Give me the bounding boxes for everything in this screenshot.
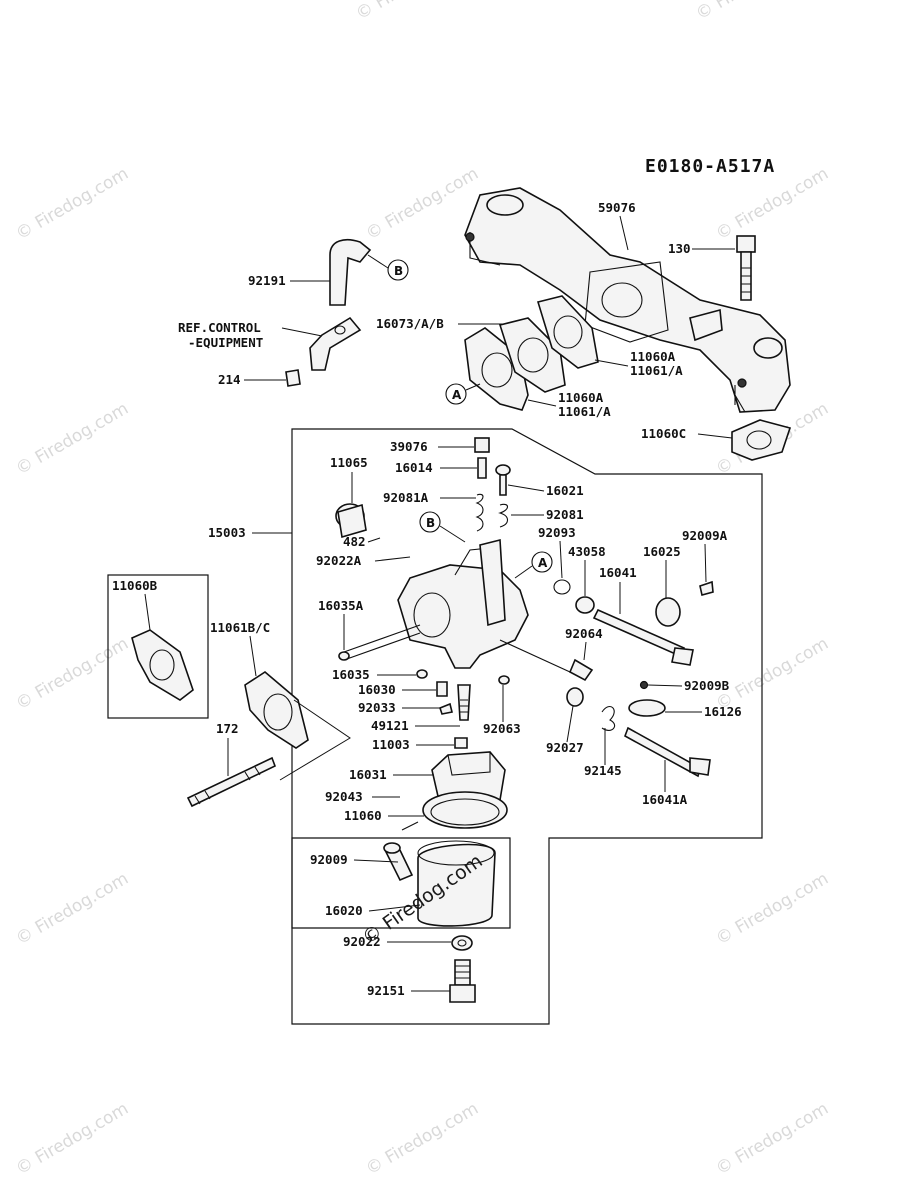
- watermark: © Firedog.com: [13, 634, 132, 715]
- float-bowl-box: [291, 837, 511, 929]
- watermark: © Firedog.com: [713, 869, 832, 950]
- part-11060b: 11060B: [112, 578, 158, 593]
- jet-parts: [335, 437, 511, 539]
- part-172: 172: [216, 721, 239, 736]
- assembly-line: [279, 699, 351, 781]
- part-16126: 16126: [704, 704, 742, 719]
- part-15003: 15003: [208, 525, 246, 540]
- circle-ref-a-left: A: [445, 383, 481, 405]
- part-92022a: 92022A: [316, 553, 362, 568]
- part-214: 214: [218, 372, 241, 387]
- part-16014: 16014: [395, 460, 433, 475]
- part-16073: 16073/A/B: [376, 316, 444, 331]
- watermark: © Firedog.com: [693, 0, 812, 24]
- part-92063: 92063: [483, 721, 521, 736]
- part-11060a-bot: 11060A: [558, 390, 604, 405]
- part-11060c: 11060C: [641, 426, 686, 441]
- circle-ref-b-carb: B: [419, 511, 466, 543]
- part-16041a: 16041A: [642, 792, 688, 807]
- part-16030: 16030: [358, 682, 396, 697]
- inset-11060b: [107, 574, 209, 719]
- part-92081a: 92081A: [383, 490, 429, 505]
- part-92009a: 92009A: [682, 528, 728, 543]
- circle-ref-label: B: [394, 264, 403, 278]
- part-92064: 92064: [565, 626, 603, 641]
- control-bracket: [285, 239, 372, 387]
- ref-note-line1: REF.CONTROL: [178, 320, 261, 335]
- watermark: © Firedog.com: [13, 164, 132, 245]
- intake-manifold: [464, 187, 791, 413]
- circle-ref-label: A: [538, 556, 548, 570]
- shaft-parts: [499, 579, 714, 778]
- part-11060: 11060: [344, 808, 382, 823]
- circle-ref-label: A: [452, 388, 462, 402]
- part-11003: 11003: [372, 737, 410, 752]
- bolt-130: [736, 235, 756, 301]
- watermark: © Firedog.com: [363, 1099, 482, 1180]
- part-92009b: 92009B: [684, 678, 730, 693]
- diagram-code: E0180-A517A: [645, 156, 775, 177]
- part-92027: 92027: [546, 740, 584, 755]
- watermark: © Firedog.com: [713, 1099, 832, 1180]
- part-16021: 16021: [546, 483, 584, 498]
- watermark: © Firedog.com: [353, 0, 472, 24]
- carburetor-group-outline: [291, 428, 763, 1025]
- carburetor-body: [338, 538, 529, 669]
- part-92033: 92033: [358, 700, 396, 715]
- watermark: © Firedog.com: [13, 869, 132, 950]
- ref-note-line2: -EQUIPMENT: [188, 335, 263, 350]
- float-bowl-parts: [383, 840, 496, 1003]
- part-92009: 92009: [310, 852, 348, 867]
- part-11061a-bot: 11061/A: [558, 404, 611, 419]
- part-16031: 16031: [349, 767, 387, 782]
- carb-gasket-and-stud: [186, 671, 309, 808]
- part-92043: 92043: [325, 789, 363, 804]
- float-parts: [401, 669, 510, 831]
- part-16041: 16041: [599, 565, 637, 580]
- manifold-gaskets: [464, 295, 599, 411]
- watermark: © Firedog.com: [13, 399, 132, 480]
- part-16025: 16025: [643, 544, 681, 559]
- part-39076: 39076: [390, 439, 428, 454]
- part-92093: 92093: [538, 525, 576, 540]
- part-11065: 11065: [330, 455, 368, 470]
- part-16020: 16020: [325, 903, 363, 918]
- part-16035: 16035: [332, 667, 370, 682]
- circle-ref-label: B: [426, 516, 435, 530]
- part-59076: 59076: [598, 200, 636, 215]
- part-92081: 92081: [546, 507, 584, 522]
- circle-ref-b-top: B: [367, 254, 409, 281]
- part-11060a-top: 11060A: [630, 349, 676, 364]
- part-92145: 92145: [584, 763, 622, 778]
- part-11061bc: 11061B/C: [210, 620, 270, 635]
- part-92151: 92151: [367, 983, 405, 998]
- circle-ref-a-carb: A: [514, 551, 553, 579]
- part-482: 482: [343, 534, 366, 549]
- part-11061a-top: 11061/A: [630, 363, 683, 378]
- watermark: © Firedog.com: [713, 634, 832, 715]
- part-43058: 43058: [568, 544, 606, 559]
- gasket-11060c: [731, 419, 792, 461]
- watermark: © Firedog.com: [363, 164, 482, 245]
- part-130: 130: [668, 241, 691, 256]
- part-16035a: 16035A: [318, 598, 364, 613]
- part-92191: 92191: [248, 273, 286, 288]
- part-92022: 92022: [343, 934, 381, 949]
- watermark: © Firedog.com: [13, 1099, 132, 1180]
- part-49121: 49121: [371, 718, 409, 733]
